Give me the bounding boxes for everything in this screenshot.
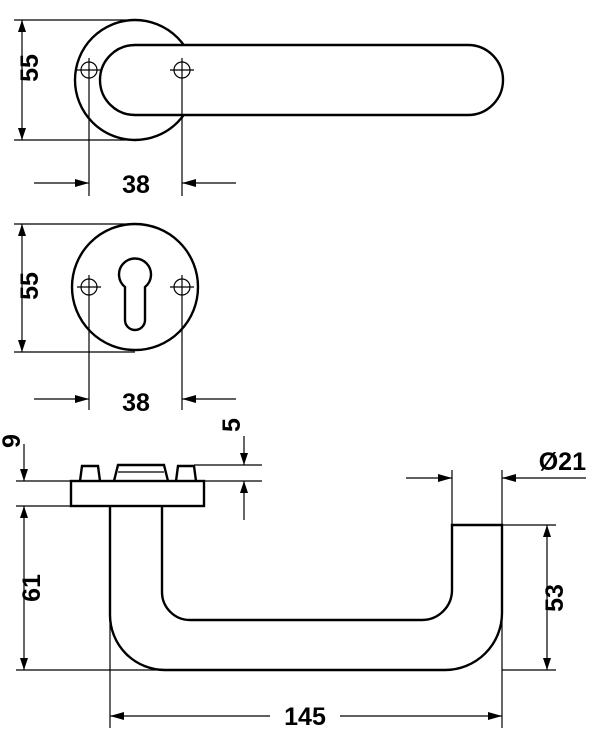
dim-rose-thickness: 9 <box>0 434 26 448</box>
u-lever-body <box>108 506 504 672</box>
top-view-lever-rose: 55 38 <box>14 18 505 199</box>
cap-center <box>112 463 170 482</box>
middle-view-escutcheon: 55 38 <box>14 222 236 417</box>
dim-grip-height: 53 <box>541 584 569 612</box>
dim-screw-spacing-top: 38 <box>122 171 150 199</box>
screw-mark-right-mid <box>170 275 194 299</box>
lever-arm-top <box>98 43 505 117</box>
screw-mark-left-top <box>77 58 101 82</box>
dim-cap-height: 5 <box>218 418 246 432</box>
screw-mark-left-mid <box>77 275 101 299</box>
dim-handle-length: 145 <box>284 703 326 730</box>
dim-projection: 61 <box>18 574 46 602</box>
screw-mark-right-top <box>170 58 194 82</box>
side-view-lever: 9 61 5 Ø21 53 1 <box>0 418 586 730</box>
dim-handle-diameter: Ø21 <box>539 448 586 476</box>
cap-left <box>78 464 102 482</box>
dim-rose-height-mid: 55 <box>16 272 44 300</box>
rose-plate-side <box>69 479 206 508</box>
keyhole-profile-cylinder <box>117 257 153 332</box>
dim-screw-spacing-mid: 38 <box>122 389 150 417</box>
dim-rose-height-top: 55 <box>16 54 44 82</box>
cap-right <box>174 464 198 482</box>
